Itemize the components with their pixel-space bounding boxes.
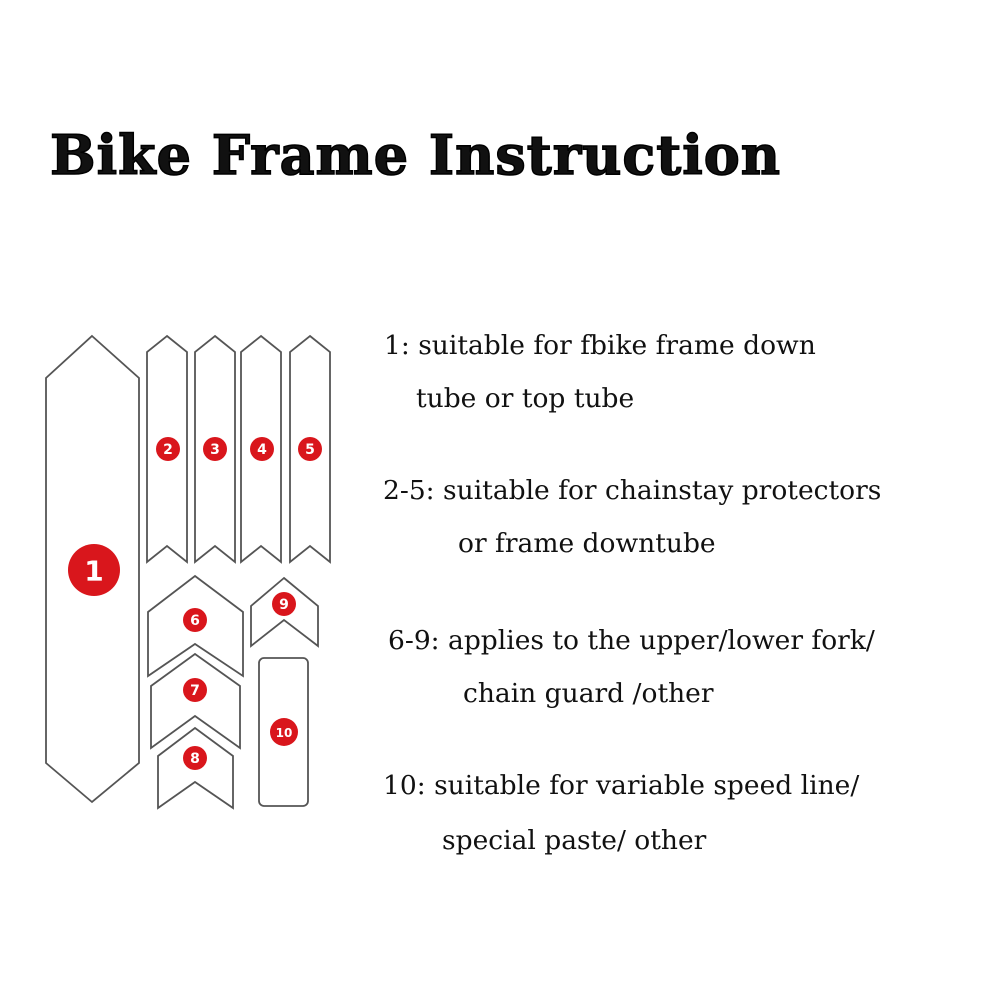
- piece-2-number: 2: [163, 442, 173, 458]
- description-3-line-2: chain guard /other: [463, 678, 714, 709]
- piece-7-number: 7: [190, 683, 200, 699]
- piece-7-badge: 7: [183, 678, 207, 702]
- description-1-line-2: tube or top tube: [416, 383, 635, 414]
- description-4-line-2: special paste/ other: [442, 825, 707, 856]
- description-1-line-1: 1: suitable for fbike frame down: [384, 330, 816, 361]
- piece-9-number: 9: [279, 597, 289, 613]
- piece-8-number: 8: [190, 751, 200, 767]
- piece-1-number: 1: [84, 555, 103, 588]
- piece-10-badge: 10: [270, 718, 298, 746]
- piece-6-badge: 6: [183, 608, 207, 632]
- page-title: Bike Frame Instruction: [49, 123, 782, 187]
- piece-10-number: 10: [276, 726, 293, 740]
- piece-2-badge: 2: [156, 437, 180, 461]
- description-4-line-1: 10: suitable for variable speed line/: [383, 770, 860, 801]
- description-3-line-1: 6-9: applies to the upper/lower fork/: [388, 625, 875, 656]
- piece-5-badge: 5: [298, 437, 322, 461]
- piece-3-badge: 3: [203, 437, 227, 461]
- piece-4-number: 4: [257, 442, 267, 458]
- piece-8-badge: 8: [183, 746, 207, 770]
- piece-1-badge: 1: [68, 544, 120, 596]
- piece-6-number: 6: [190, 613, 200, 629]
- description-2-line-1: 2-5: suitable for chainstay protectors: [383, 475, 882, 506]
- piece-4-badge: 4: [250, 437, 274, 461]
- piece-9-badge: 9: [272, 592, 296, 616]
- description-2-line-2: or frame downtube: [458, 528, 716, 559]
- piece-5-number: 5: [305, 442, 315, 458]
- piece-3-number: 3: [210, 442, 220, 458]
